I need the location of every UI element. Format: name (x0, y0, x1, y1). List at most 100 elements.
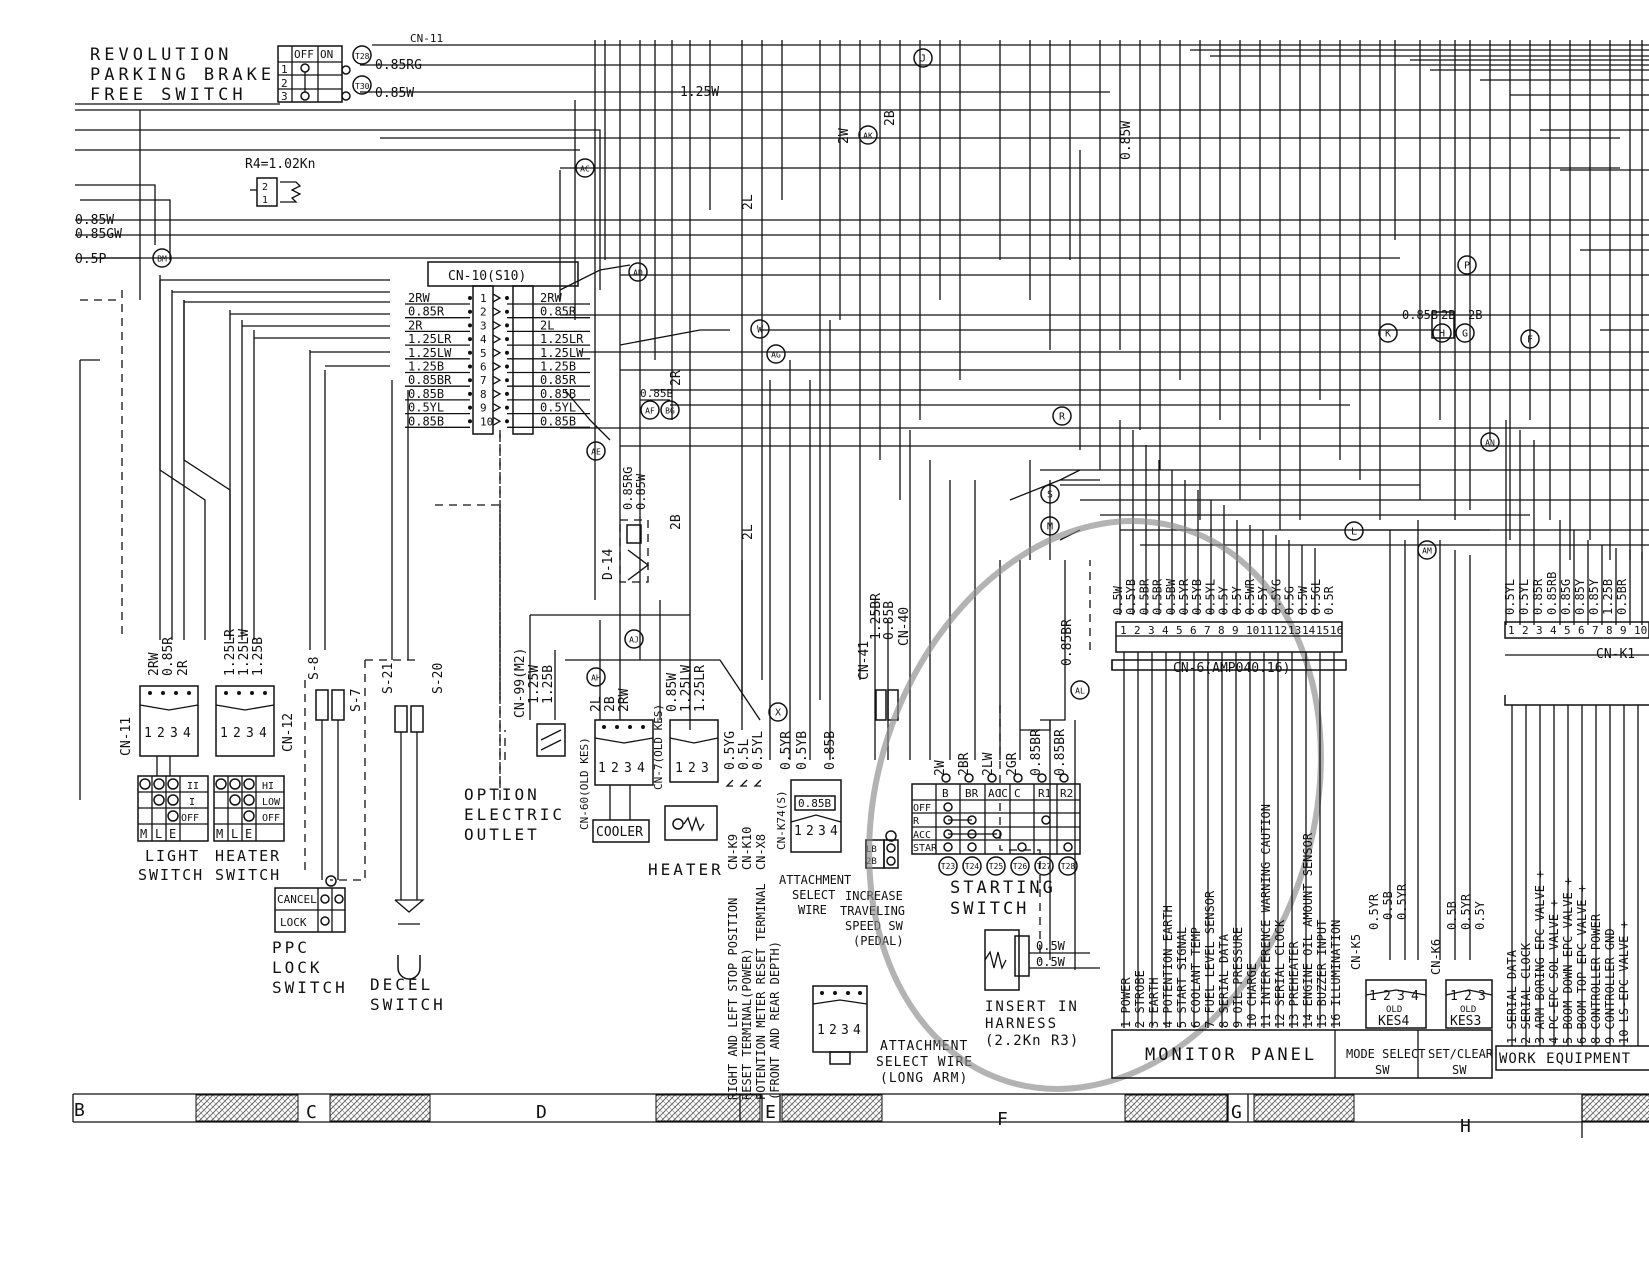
cn6-func: 16 ILLUMINATION (1329, 920, 1343, 1028)
r4-resistor: R4=1.02Kn 2 1 (245, 157, 315, 207)
badge-g: G (1455, 323, 1475, 343)
svg-text:2RW: 2RW (147, 652, 162, 676)
ck1-func: 2 SERIAL CLOCK (1519, 942, 1533, 1044)
svg-text:AJ: AJ (629, 636, 639, 645)
svg-text:L: L (1351, 527, 1357, 538)
svg-text:2: 2 (611, 761, 619, 776)
svg-text:1: 1 (817, 1023, 825, 1038)
cn10-pin: 3 (480, 319, 487, 332)
cn6-func: 15 BUZZER INPUT (1315, 920, 1329, 1028)
ck1-wire: 0.85G (1559, 579, 1573, 615)
cooler-assembly: 2L 2B 2RW 1 2 3 4 CN-60(OLD KES) COOLER (578, 688, 654, 843)
svg-text:0.5YB: 0.5YB (795, 731, 810, 770)
badge-af: AF (640, 400, 660, 420)
cn12-label: CN-12 (281, 713, 296, 752)
svg-text:0.5W: 0.5W (1036, 939, 1066, 953)
monitor-panel-label: MONITOR PANEL (1145, 1045, 1317, 1065)
svg-text:0.85W: 0.85W (665, 673, 680, 712)
svg-text:R: R (1059, 412, 1066, 423)
svg-text:L: L (231, 827, 238, 841)
badge-h: H (1432, 323, 1452, 343)
svg-text:F: F (1527, 335, 1533, 346)
cn10-pin: 9 (480, 402, 487, 415)
cn10-left-wire: 2R (408, 318, 423, 332)
cn6-wire: 0.5BW (1164, 578, 1178, 615)
cn6-pin: 14 (1302, 624, 1316, 637)
svg-text:2: 2 (262, 182, 268, 193)
svg-text:1.25BR: 1.25BR (869, 593, 884, 640)
ck1-wire: 1.25B (1601, 579, 1615, 615)
d14-label: D-14 (601, 549, 616, 580)
heater-switch-label-1: HEATER (215, 847, 281, 865)
heater-label: HEATER (648, 860, 724, 879)
cn7-label: CN-7(OLD KES) (652, 704, 665, 790)
badge-l: L (1344, 521, 1364, 541)
vwire-2r: 2R (669, 370, 684, 386)
start-terminal: T23 (941, 862, 956, 871)
ck1-func: 10 LS-EPC VALVE + (1617, 921, 1631, 1044)
svg-text:0.5YR: 0.5YR (779, 731, 794, 770)
wire-085rg: 0.85RG (375, 58, 422, 73)
ck1-label: CN-K1 (1596, 647, 1635, 662)
ck1-pin: 5 (1564, 624, 1571, 637)
start-terminal: T24 (965, 862, 980, 871)
mode-select-label: MODE SELECT (1346, 1047, 1425, 1061)
option-outlet: CN-99(M2) 1.25W 1.25B OPTION ELECTRIC OU… (464, 648, 566, 844)
svg-text:1.25LR: 1.25LR (223, 629, 238, 676)
svg-text:L: L (155, 827, 162, 841)
cn6-pin: 6 (1190, 624, 1197, 637)
svg-text:P: P (1464, 261, 1470, 272)
svg-text:X: X (775, 708, 781, 719)
svg-text:1.25LW: 1.25LW (679, 665, 694, 712)
svg-text:SW: SW (1452, 1063, 1467, 1077)
option-label-1: OPTION (464, 785, 540, 804)
cn10-left-wire: 1.25LW (408, 346, 452, 360)
kes3-label: KES3 (1450, 1014, 1481, 1029)
cn10-pin: 1 (480, 292, 487, 305)
cn6-func: 2 STROBE (1133, 970, 1147, 1028)
light-label-2: SWITCH (138, 866, 204, 884)
cn6-func: 7 FUEL LEVEL SENSOR (1203, 890, 1217, 1028)
svg-text:S-20: S-20 (431, 663, 446, 694)
svg-text:0.5YL: 0.5YL (751, 731, 766, 770)
cn6-pin: 8 (1218, 624, 1225, 637)
cn10-left-wire: 2RW (408, 291, 430, 305)
insert-label-3: (2.2Kn R3) (985, 1033, 1079, 1049)
vwire-2w: 2W (837, 128, 852, 144)
cn10-pin: 6 (480, 361, 487, 374)
svg-text:0.85B: 0.85B (1402, 308, 1438, 322)
kes3: CN-K6 0.5B 0.5YR 0.5Y 1 2 3 OLD KES3 (1429, 893, 1493, 1029)
ck1-pin: 3 (1536, 624, 1543, 637)
cn10-right-wire: 1.25B (540, 360, 576, 374)
svg-text:AH: AH (591, 674, 601, 683)
svg-text:J: J (920, 54, 926, 65)
start-col: C (1014, 787, 1021, 800)
svg-text:H: H (1439, 329, 1445, 340)
svg-text:2R: 2R (176, 660, 191, 676)
zone-d: D (536, 1102, 547, 1123)
svg-text:AN: AN (1485, 439, 1495, 448)
light-label-1: LIGHT (145, 847, 200, 865)
ck1-pin: 2 (1522, 624, 1529, 637)
heater-switch-label-2: SWITCH (215, 866, 281, 884)
cut-label: CN-11 (410, 32, 443, 45)
attach-label-3: WIRE (798, 903, 827, 917)
svg-text:0.5L: 0.5L (737, 739, 752, 770)
left-wire-05p: 0.5P (75, 252, 106, 267)
left-wire-085w: 0.85W (75, 213, 114, 228)
badge-an: AN (1480, 432, 1500, 452)
start-col: B (942, 787, 949, 800)
svg-text:M: M (216, 827, 223, 841)
svg-text:1: 1 (675, 761, 683, 776)
svg-text:M: M (140, 827, 147, 841)
svg-text:1: 1 (144, 726, 152, 741)
start-terminal: T27 (1037, 862, 1052, 871)
svg-text:M: M (1047, 522, 1053, 533)
attach-long-label-3: (LONG ARM) (880, 1071, 968, 1086)
heater-switch-assembly: 1.25LR 1.25LW 1.25B 1 2 3 4 M L E HI LOW… (213, 629, 296, 884)
cn60-label: CN-60(OLD KES) (578, 737, 591, 830)
